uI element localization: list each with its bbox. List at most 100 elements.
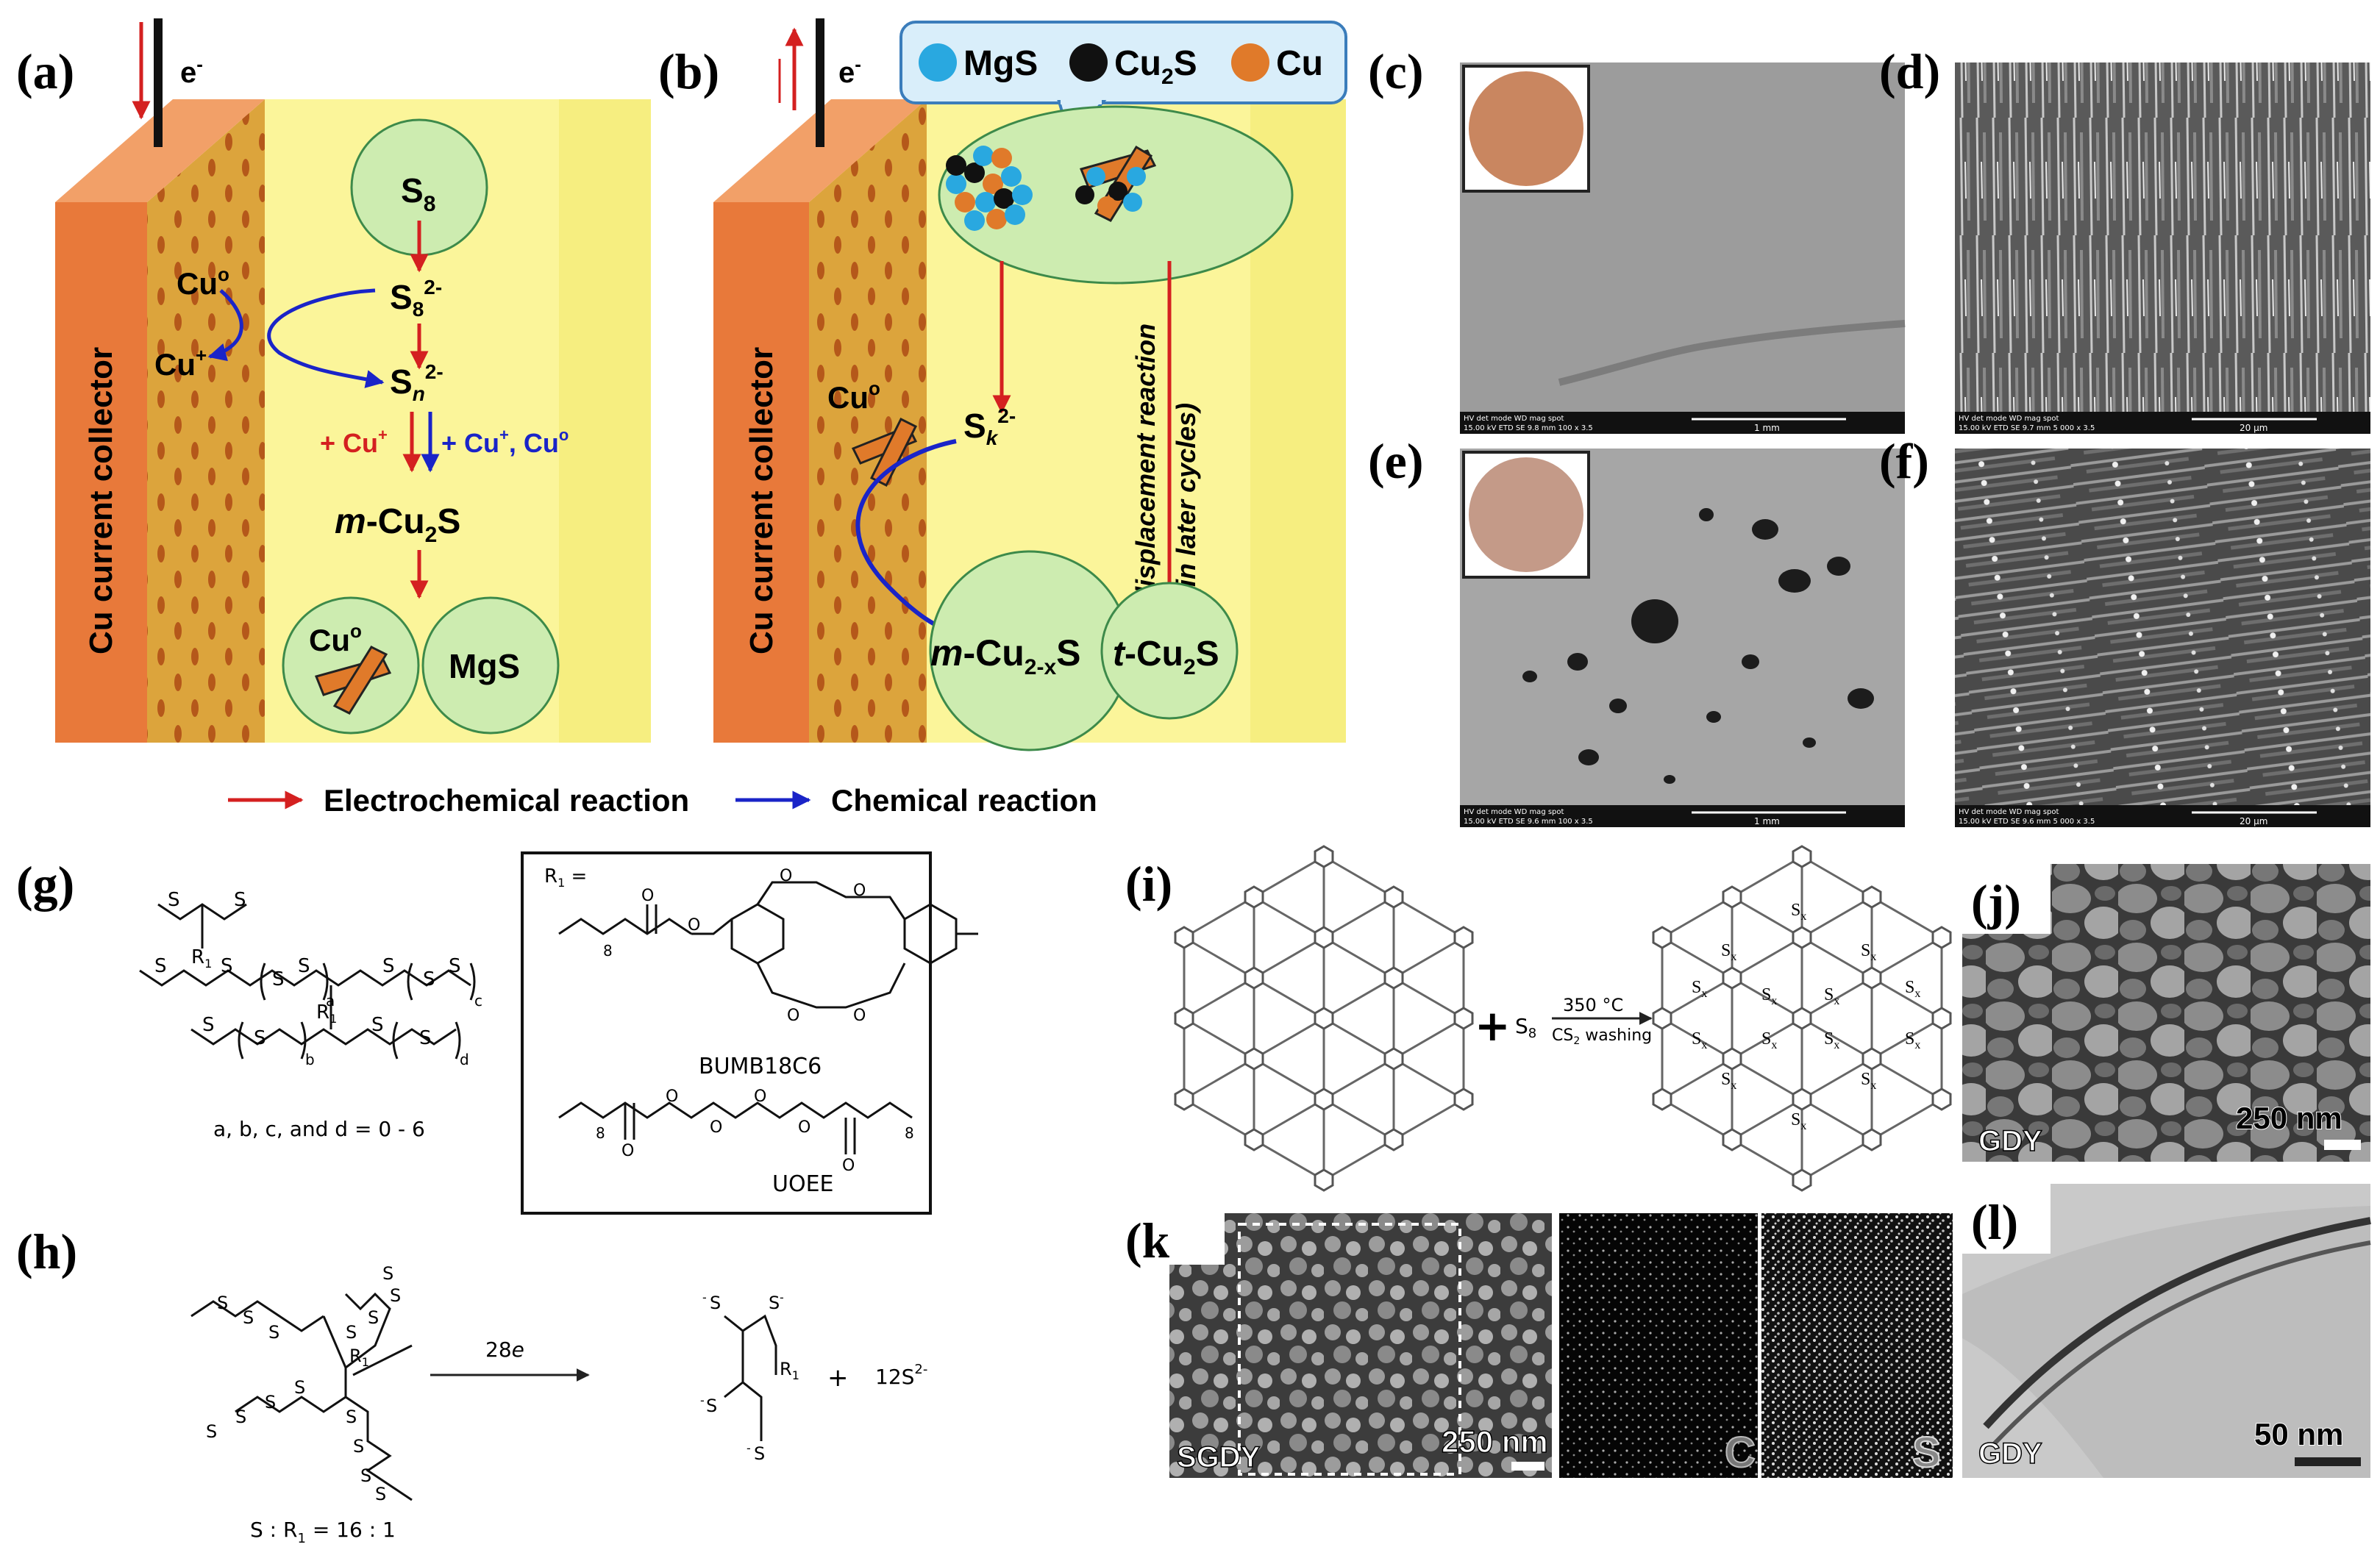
svg-text:Sx: Sx [1761, 985, 1777, 1007]
svg-text:S: S [206, 1421, 217, 1442]
svg-text:8: 8 [905, 1124, 914, 1142]
svg-text:-: - [747, 1441, 751, 1455]
plus-cu-red: + Cu+ [320, 426, 388, 458]
ratio-label: S : R1 = 16 : 1 [250, 1518, 396, 1546]
panel-a: (a) e- Cu current collector S8 S82- Sn2-… [16, 18, 651, 743]
label-box-l [1962, 1184, 2051, 1254]
cu0-label-b: Cuo [827, 377, 880, 415]
sem-info-d: 15.00 kV ETD SE 9.7 mm 5 000 x 3.5 [1959, 424, 2095, 432]
legend-cu: Cu [1276, 44, 1323, 83]
svg-text:S: S [235, 1407, 246, 1427]
svg-text:S: S [706, 1396, 717, 1416]
svg-text:-: - [780, 1290, 784, 1304]
svg-text:S: S [754, 1443, 765, 1464]
scale-label-j: 250 nm [2236, 1101, 2342, 1135]
legend-electrochem: Electrochemical reaction [324, 783, 689, 818]
collector-top [55, 99, 265, 202]
panel-k: (k) SGDY 250 nm C S [1125, 1212, 1953, 1478]
eds-map-s [1761, 1213, 1953, 1478]
svg-text:O: O [710, 1118, 722, 1137]
sem-info-header-d: HV det mode WD mag spot [1959, 415, 2059, 423]
sem-image-d [1955, 62, 2370, 434]
panel-i: (i) + S8 350 °C CS2 washing [1125, 845, 1952, 1192]
tem-sheet [1962, 1206, 2370, 1478]
eds-map-c [1559, 1213, 1758, 1478]
eds-label-c: C [1725, 1429, 1756, 1476]
sem-info-bar-c [1460, 412, 1905, 434]
legend-cu2s: Cu2S [1114, 44, 1197, 89]
r1-box [521, 851, 932, 1215]
svg-text:Sx: Sx [1721, 941, 1736, 963]
temperature-label: 350 °C [1563, 995, 1623, 1015]
tem-fold-2 [1991, 1240, 2371, 1447]
svg-text:S: S [382, 1263, 393, 1284]
panel-letter-a: (a) [16, 43, 74, 99]
cuo-bubble-label: Cuo [309, 620, 362, 657]
svg-text:S: S [168, 889, 180, 911]
sem-info-header-c: HV det mode WD mag spot [1464, 415, 1564, 423]
species-legend: MgS Cu2S Cu [899, 21, 1347, 143]
polymer-structure [139, 903, 476, 1060]
svg-text:Sx: Sx [1791, 901, 1806, 923]
svg-text:O: O [780, 867, 792, 885]
plus-sign-h: + [827, 1363, 849, 1393]
panel-letter-d: (d) [1879, 43, 1940, 99]
svg-text:S: S [234, 889, 246, 911]
washing-label: CS2 washing [1552, 1026, 1652, 1047]
cu-disc-icon [1469, 71, 1583, 186]
plus-cu-blue: + Cu+, Cuo [441, 426, 569, 458]
svg-text:Sx: Sx [1861, 1070, 1876, 1092]
cuo-bubble [282, 596, 420, 735]
later-cycles-label: (in later cycles) [1171, 403, 1201, 596]
product-labels: S- S- R1 S- S- + 12S2- [700, 1290, 927, 1464]
sem-info-c: 15.00 kV ETD SE 9.8 mm 100 x 3.5 [1464, 424, 1593, 432]
svg-text:Sx: Sx [1761, 1029, 1777, 1051]
gdy-label-l: GDY [1978, 1437, 2042, 1470]
svg-text:Sx: Sx [1721, 1070, 1736, 1092]
svg-text:O: O [641, 887, 654, 905]
s8-label: S8 [401, 171, 435, 216]
bumb-label: BUMB18C6 [699, 1054, 822, 1079]
panel-letter-j: (j) [1971, 874, 2021, 930]
svg-text:O: O [666, 1087, 678, 1106]
svg-text:8: 8 [596, 1124, 605, 1142]
svg-text:S: S [419, 1027, 432, 1049]
mgs-ball-icon [919, 43, 957, 82]
panel-d: (d) HV det mode WD mag spot 15.00 kV ETD… [1879, 43, 2370, 434]
svg-text:S: S [360, 1465, 371, 1486]
mcu2xs-label: m-Cu2-xS [930, 632, 1081, 679]
sem-info-bar-e [1460, 805, 1905, 827]
svg-text:R1: R1 [316, 1001, 337, 1026]
scale-bar-l [2295, 1457, 2361, 1466]
current-collector-front [55, 202, 147, 743]
sem-info-header-e: HV det mode WD mag spot [1464, 808, 1564, 816]
svg-text:Sx: Sx [1905, 1029, 1920, 1051]
scale-label-e: 1 mm [1754, 816, 1780, 826]
pores [147, 99, 265, 743]
svg-text:S: S [371, 1014, 384, 1036]
sem-image-k [1169, 1213, 1552, 1478]
svg-text:Sx: Sx [1692, 978, 1707, 1000]
scale-label-k: 250 nm [1442, 1424, 1548, 1459]
electron-label-b: e- [838, 53, 861, 89]
svg-text:c: c [474, 992, 482, 1010]
svg-text:Sx: Sx [1905, 978, 1920, 1000]
range-label: a, b, c, and d = 0 - 6 [213, 1117, 425, 1141]
mgs-bubble [421, 596, 560, 735]
panel-j: (j) GDY 250 nm [1962, 864, 2370, 1162]
scale-bar-k [1511, 1462, 1544, 1471]
svg-text:S: S [368, 1307, 379, 1328]
scale-bar-j [2324, 1140, 2361, 1150]
svg-text:b: b [305, 1051, 315, 1068]
svg-text:Sx: Sx [1824, 1029, 1839, 1051]
svg-text:O: O [787, 1007, 799, 1025]
svg-text:O: O [688, 916, 700, 935]
sgdy-label: SGDY [1177, 1441, 1261, 1474]
tcu2s-bubble [1100, 582, 1239, 720]
cycled-disc-icon [1469, 457, 1583, 572]
sem-info-bar-f [1955, 805, 2370, 827]
